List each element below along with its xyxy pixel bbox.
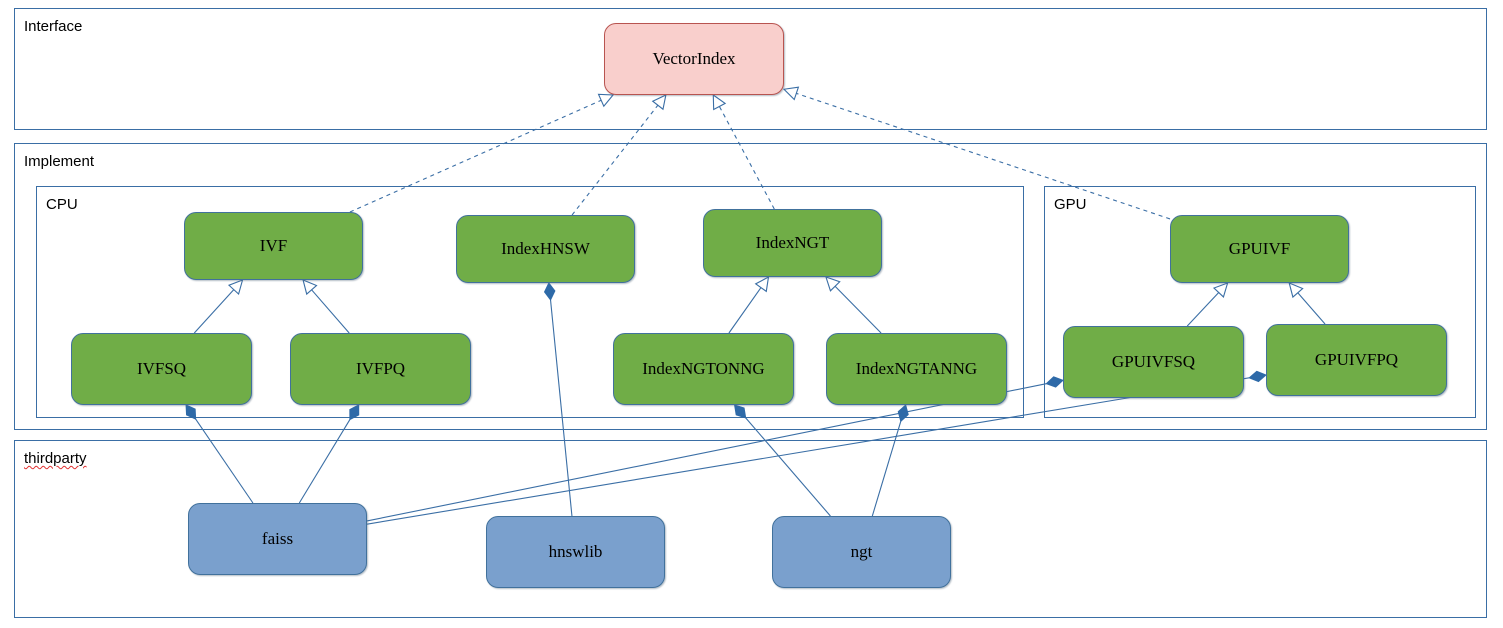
node-ivf[interactable]: IVF bbox=[184, 212, 363, 280]
node-label: faiss bbox=[261, 528, 294, 548]
container-interface-label: Interface bbox=[24, 18, 83, 35]
node-label: GPUIVF bbox=[1228, 238, 1291, 258]
node-label: GPUIVFSQ bbox=[1111, 351, 1196, 371]
container-cpu-label: CPU bbox=[46, 196, 78, 213]
node-indexngtonng[interactable]: IndexNGTONNG bbox=[613, 333, 794, 405]
node-indexngt[interactable]: IndexNGT bbox=[703, 209, 882, 277]
node-label: ngt bbox=[850, 541, 873, 561]
node-label: IndexNGTANNG bbox=[855, 358, 978, 378]
node-hnswlib[interactable]: hnswlib bbox=[486, 516, 665, 588]
node-indexhnsw[interactable]: IndexHNSW bbox=[456, 215, 635, 283]
node-label: GPUIVFPQ bbox=[1314, 349, 1399, 369]
node-label: VectorIndex bbox=[652, 48, 736, 68]
node-faiss[interactable]: faiss bbox=[188, 503, 367, 575]
node-label: IVFPQ bbox=[355, 358, 406, 378]
container-implement-label: Implement bbox=[24, 153, 95, 170]
node-label: IVF bbox=[259, 235, 288, 255]
node-indexngtanng[interactable]: IndexNGTANNG bbox=[826, 333, 1007, 405]
node-label: IndexNGT bbox=[755, 232, 830, 252]
node-gpuivfsq[interactable]: GPUIVFSQ bbox=[1063, 326, 1244, 398]
container-thirdparty-label: thirdparty bbox=[24, 450, 87, 467]
node-vectorindex[interactable]: VectorIndex bbox=[604, 23, 784, 95]
node-ivfpq[interactable]: IVFPQ bbox=[290, 333, 471, 405]
node-gpuivfpq[interactable]: GPUIVFPQ bbox=[1266, 324, 1447, 396]
node-gpuivf[interactable]: GPUIVF bbox=[1170, 215, 1349, 283]
node-ivfsq[interactable]: IVFSQ bbox=[71, 333, 252, 405]
container-gpu-label: GPU bbox=[1054, 196, 1087, 213]
node-ngt[interactable]: ngt bbox=[772, 516, 951, 588]
container-gpu bbox=[1044, 186, 1476, 418]
node-label: IndexNGTONNG bbox=[642, 358, 765, 378]
node-label: hnswlib bbox=[548, 541, 603, 561]
node-label: IVFSQ bbox=[136, 358, 187, 378]
node-label: IndexHNSW bbox=[501, 238, 590, 258]
